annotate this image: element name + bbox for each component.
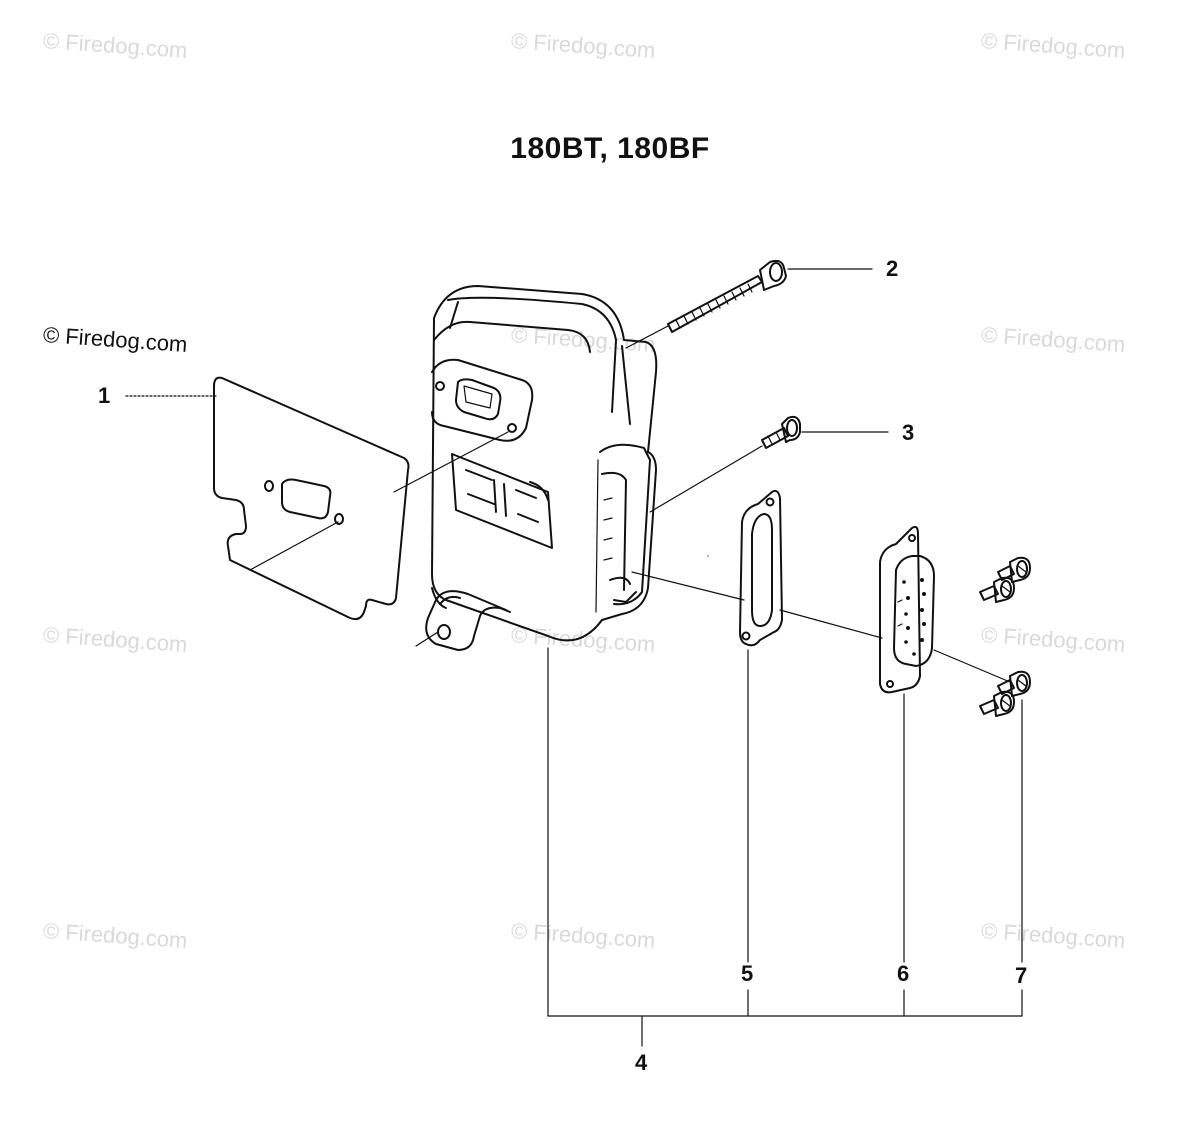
outlet-gasket-part: [739, 489, 783, 647]
screw-part: [979, 690, 1015, 717]
callout-5: 5: [741, 961, 754, 986]
assembly-line: [933, 649, 1011, 683]
screw-part: [979, 576, 1015, 603]
assembly-line: [625, 325, 669, 349]
assembly-line: [415, 631, 439, 647]
short-bolt-part: [761, 415, 801, 449]
muffler-body-part: [431, 285, 658, 642]
diagram-title: 180BT, 180BF: [510, 132, 710, 165]
callout-7: 7: [1015, 963, 1028, 988]
assembly-line: [779, 609, 883, 639]
screw-part: [997, 556, 1031, 583]
long-bolt-part: [667, 259, 787, 333]
assembly-line: [393, 431, 509, 493]
screw-part: [997, 670, 1031, 697]
callout-1: 1: [98, 383, 111, 408]
callout-3: 3: [902, 420, 915, 445]
assembly-line: [649, 445, 763, 513]
gasket-plate-part: [213, 376, 410, 621]
assembly-bracket: [547, 647, 1023, 1047]
assembly-line: [249, 521, 339, 571]
callout-6: 6: [897, 961, 910, 986]
muffler-bracket-part: [425, 590, 511, 651]
spark-arrestor-part: [879, 525, 935, 694]
callout-2: 2: [886, 256, 899, 281]
callout-4: 4: [635, 1050, 648, 1075]
assembly-line: [631, 571, 745, 601]
